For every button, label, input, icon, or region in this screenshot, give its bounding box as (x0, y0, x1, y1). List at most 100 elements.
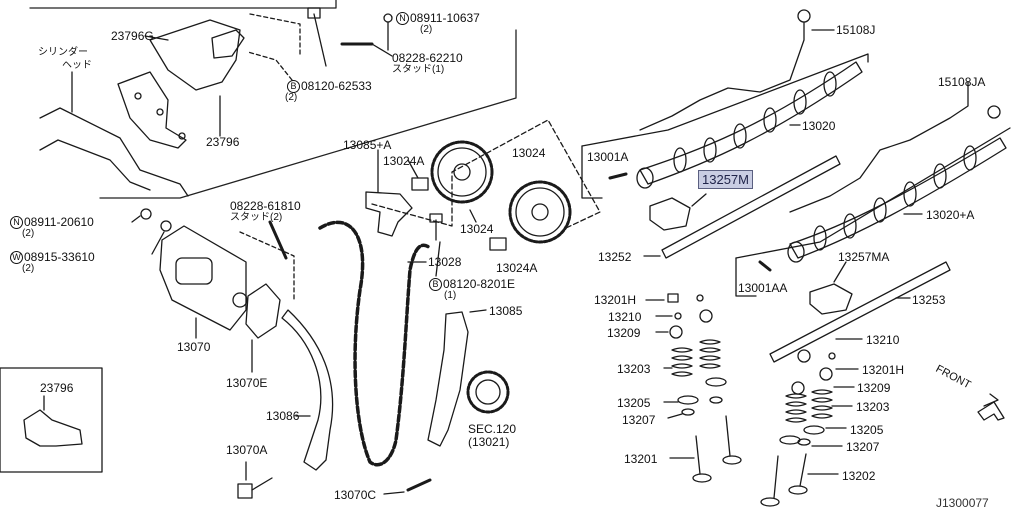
part-label-text: ヘッド (62, 60, 92, 71)
leader-13257m (691, 193, 707, 207)
bolt-hole (156, 108, 164, 116)
part-label-p13203[interactable]: 13203 (617, 363, 650, 375)
part-label-n1q[interactable]: (2) (420, 25, 432, 35)
part-label-secq[interactable]: (13021) (468, 436, 509, 448)
part-label-text: 13209 (607, 326, 641, 340)
part-label-p13203b[interactable]: 13203 (856, 401, 889, 413)
part-label-p13085a[interactable]: 13085+A (343, 139, 391, 151)
oil-pipe-15108ja (789, 85, 969, 213)
part-label-w1q[interactable]: (2) (22, 264, 34, 274)
part-label-b2q[interactable]: (1) (444, 291, 456, 301)
part-label-p13257ma[interactable]: 13257MA (838, 251, 889, 263)
part-label-text: (2) (285, 92, 298, 103)
part-label-p15108ja[interactable]: 15108JA (938, 76, 985, 88)
part-label-text: 23796 (40, 381, 74, 395)
cylinder-head-edge-2 (39, 139, 151, 191)
part-label-p13086[interactable]: 13086 (266, 410, 299, 422)
part-label-st2[interactable]: 08228-61810 (230, 200, 301, 212)
part-label-text: (1) (444, 290, 457, 301)
part-label-text: 23796 (206, 135, 240, 149)
bracket-23796g (117, 71, 187, 149)
part-label-p13207b[interactable]: 13207 (846, 441, 879, 453)
part-label-p13001aa[interactable]: 13001AA (738, 282, 787, 294)
oil-pipe-15108j (639, 21, 805, 131)
part-label-p13024a[interactable]: 13024A (383, 155, 424, 167)
part-label-p13253[interactable]: 13253 (912, 294, 945, 306)
part-label-p13070a[interactable]: 13070A (226, 444, 267, 456)
part-label-p13020[interactable]: 13020 (802, 120, 835, 132)
part-label-p13210b[interactable]: 13210 (866, 334, 899, 346)
leader-13257ma (833, 261, 847, 283)
chain-guide-13085 (427, 311, 469, 447)
part-label-p23796a[interactable]: 23796 (206, 136, 239, 148)
part-label-p23796b[interactable]: 23796 (40, 382, 73, 394)
part-label-text: 08915-33610 (24, 250, 95, 264)
part-label-cyl1[interactable]: シリンダー (38, 48, 88, 58)
part-label-text: 13024 (512, 146, 546, 160)
part-label-p15108j[interactable]: 15108J (836, 24, 875, 36)
part-label-sec[interactable]: SEC.120 (468, 423, 516, 435)
part-label-text: 13070 (177, 340, 211, 354)
part-label-p13207[interactable]: 13207 (622, 414, 655, 426)
valve-train-left (667, 293, 742, 483)
part-label-p13001a[interactable]: 13001A (587, 151, 628, 163)
part-label-text: 13203 (617, 362, 651, 376)
frame-13020a-top (735, 127, 1011, 259)
vtc-cover-13070 (159, 225, 247, 331)
part-label-p13024d[interactable]: 13024A (496, 262, 537, 274)
part-label-p13209b[interactable]: 13209 (857, 382, 890, 394)
part-label-text: 08911-10637 (410, 11, 480, 25)
part-label-text: 13205 (617, 396, 651, 410)
part-label-p13205[interactable]: 13205 (617, 397, 650, 409)
part-label-p13209[interactable]: 13209 (607, 327, 640, 339)
inset-frame-outline (99, 29, 517, 199)
part-label-p13252[interactable]: 13252 (598, 251, 631, 263)
part-label-p13028[interactable]: 13028 (428, 256, 461, 268)
part-label-text: 13028 (428, 255, 462, 269)
plug-13070a (237, 483, 253, 499)
part-label-st1[interactable]: 08228-62210 (392, 52, 463, 64)
leader-23796g (144, 35, 169, 41)
part-label-p13205b[interactable]: 13205 (850, 424, 883, 436)
part-label-text: 13024 (460, 222, 494, 236)
highlighted-part-13257m[interactable]: 13257M (698, 170, 753, 189)
part-label-text: 13207 (846, 440, 880, 454)
part-label-p13070[interactable]: 13070 (177, 341, 210, 353)
leader-13070c (383, 491, 405, 495)
part-label-p13201h[interactable]: 13201H (594, 294, 636, 306)
part-label-text: 13210 (608, 310, 642, 324)
pin-13001aa (758, 260, 772, 272)
part-label-text: 13001A (587, 150, 629, 164)
part-label-text: 13024A (496, 261, 538, 275)
leader-8201e (435, 241, 441, 277)
part-label-p13085[interactable]: 13085 (489, 305, 522, 317)
part-label-p13024c[interactable]: 13024 (460, 223, 493, 235)
part-label-text: 13070E (226, 376, 268, 390)
leader-w1 (151, 231, 165, 255)
part-label-n2q[interactable]: (2) (22, 229, 34, 239)
part-label-p13201hb[interactable]: 13201H (862, 364, 904, 376)
part-label-cyl2[interactable]: ヘッド (62, 61, 92, 71)
inset-frame-23796 (0, 367, 103, 473)
part-label-st2q[interactable]: スタッド(2) (230, 213, 282, 223)
part-label-text: 13070A (226, 443, 268, 457)
crank-sprocket (466, 370, 510, 414)
part-label-p13201[interactable]: 13201 (624, 453, 657, 465)
part-label-p13210[interactable]: 13210 (608, 311, 641, 323)
part-label-text: (2) (22, 263, 35, 274)
part-label-st1q[interactable]: スタッド(1) (392, 65, 444, 75)
part-label-b1q[interactable]: (2) (285, 93, 297, 103)
part-label-p13020a[interactable]: 13020+A (926, 209, 974, 221)
part-label-p13070c[interactable]: 13070C (334, 489, 376, 501)
part-label-p23796g[interactable]: 23796G (111, 30, 154, 42)
part-label-p13202[interactable]: 13202 (842, 470, 875, 482)
part-label-p13024b[interactable]: 13024 (512, 147, 545, 159)
part-label-p13070e[interactable]: 13070E (226, 377, 267, 389)
pin-13001a (608, 172, 628, 180)
